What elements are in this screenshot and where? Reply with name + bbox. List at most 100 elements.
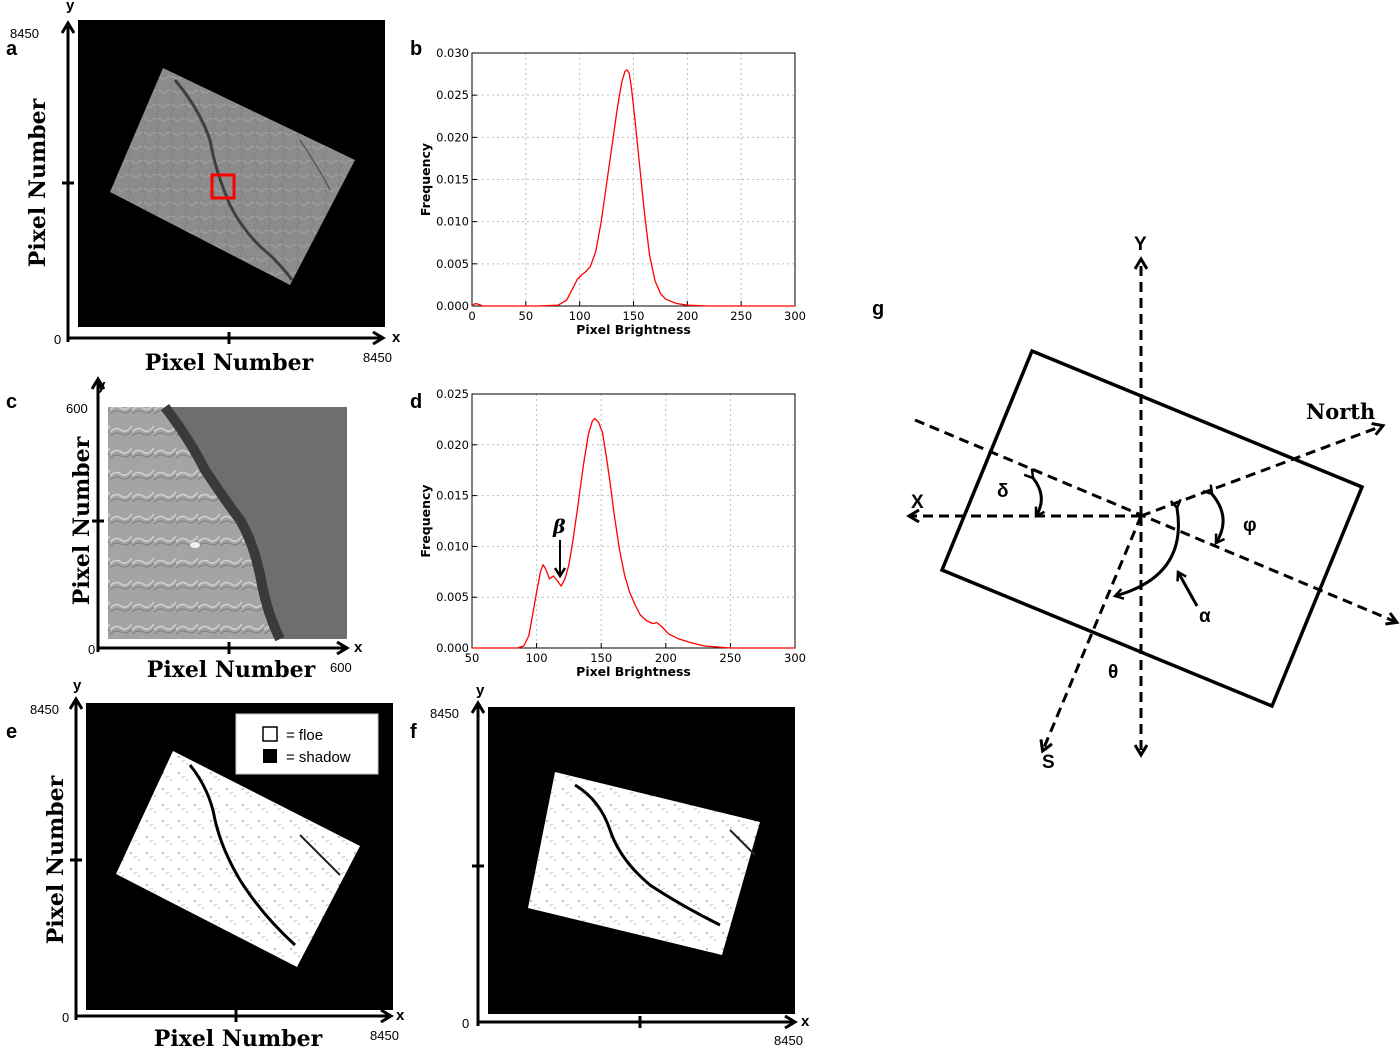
chart-d-ytick-label: 0.015 <box>436 489 469 503</box>
chart-d-ytick-label: 0.020 <box>436 438 469 452</box>
legend-floe-swatch <box>262 726 278 742</box>
panel-a-x-max: 8450 <box>363 350 392 365</box>
chart-b-ytick-label: 0.005 <box>436 257 469 271</box>
panel-g-phi-arc <box>1212 494 1223 543</box>
panel-label-a: a <box>6 38 18 60</box>
chart-d-frame <box>471 393 796 649</box>
panel-e: e = floe = shadow 8450 y 0 x 8450 Pixel … <box>6 677 405 1049</box>
chart-b-xtick-label: 0 <box>468 309 475 323</box>
chart-d-xtick-label: 250 <box>719 651 741 665</box>
panel-e-x-axis-name: x <box>396 1007 405 1024</box>
panel-label-g: g <box>872 298 884 320</box>
chart-d-ytick-label: 0.025 <box>436 387 469 401</box>
panel-e-shadow-crack-2 <box>299 834 341 876</box>
panel-e-y-axis-name: y <box>73 677 82 694</box>
chart-d-xlabel: Pixel Brightness <box>576 664 691 679</box>
panel-e-shadow-crack <box>188 764 297 947</box>
panel-g-label-alpha: α <box>1199 606 1211 627</box>
panel-c-xlabel: Pixel Number <box>147 657 316 683</box>
panel-f-x-max: 8450 <box>774 1033 803 1048</box>
panel-c-origin: 0 <box>88 642 95 657</box>
panel-a-y-axis-name: y <box>66 0 75 14</box>
panel-e-y-max: 8450 <box>30 702 59 717</box>
panel-f-shadow-crack-2 <box>729 829 756 856</box>
chart-d-xtick-label: 50 <box>465 651 480 665</box>
panel-label-e: e <box>6 721 17 743</box>
chart-d-xtick-label: 100 <box>526 651 548 665</box>
chart-b-ylabel: Frequency <box>418 143 433 216</box>
chart-b-series-line <box>471 69 795 307</box>
panel-g-south-vector <box>1043 515 1143 750</box>
legend-floe-label: = floe <box>286 727 323 744</box>
panel-c-y-max: 600 <box>66 401 88 416</box>
panel-e-x-max: 8450 <box>370 1028 399 1043</box>
panel-label-d: d <box>410 391 422 413</box>
chart-d-ytick-label: 0.005 <box>436 590 469 604</box>
panel-c-bright-spot <box>190 542 200 548</box>
chart-b-frame <box>471 52 796 307</box>
panel-e-legend <box>235 713 379 775</box>
panel-e-binary-floe <box>116 751 360 967</box>
chart-b-ytick-label: 0.015 <box>436 173 469 187</box>
chart-b-xtick-label: 100 <box>569 309 591 323</box>
panel-g-label-north: North <box>1306 399 1375 424</box>
panel-a-origin: 0 <box>54 332 61 347</box>
panel-g-label-theta: θ <box>1108 662 1118 683</box>
panel-f-shadow-crack <box>574 783 721 927</box>
panel-g-label-delta: δ <box>997 481 1009 502</box>
panel-g-label-X: X <box>911 492 924 513</box>
panel-f-binary-floe <box>528 772 760 955</box>
panel-a-zoom-box <box>210 173 236 200</box>
chart-b-ytick-label: 0.000 <box>436 299 469 313</box>
panel-e-origin: 0 <box>62 1010 69 1025</box>
chart-b-xtick-label: 200 <box>676 309 698 323</box>
chart-d-xtick-label: 300 <box>784 651 806 665</box>
panel-f-x-axis-name: x <box>801 1013 810 1030</box>
chart-b-xtick-label: 150 <box>623 309 645 323</box>
panel-g-label-S: S <box>1042 752 1055 773</box>
panel-e-xlabel: Pixel Number <box>154 1026 323 1049</box>
chart-b-xtick-label: 50 <box>519 309 534 323</box>
panel-g-alpha-pointer <box>1178 572 1199 607</box>
chart-b-ytick-label: 0.010 <box>436 215 469 229</box>
panel-g-label-phi: φ <box>1243 515 1257 536</box>
panel-g-label-Y: Y <box>1134 234 1147 255</box>
panel-g-alpha-arc <box>1115 508 1178 596</box>
panel-c-shadow-region <box>165 407 347 639</box>
panel-c: c 600 y 0 x 600 Pixel Number Pixel Numbe… <box>6 377 363 683</box>
panel-g-north-vector <box>1140 426 1382 518</box>
chart-d-xtick-label: 150 <box>590 651 612 665</box>
chart-b-xtick-label: 300 <box>784 309 806 323</box>
panel-a-x-axis-name: x <box>392 329 401 346</box>
panel-g: g Y X S North δ φ α θ <box>872 234 1396 773</box>
panel-c-ylabel: Pixel Number <box>69 436 95 605</box>
chart-b-xlabel: Pixel Brightness <box>576 322 691 337</box>
chart-b-ytick-label: 0.020 <box>436 130 469 144</box>
panel-label-b: b <box>410 38 422 60</box>
panel-a: a 8450 y 0 x 8450 Pixel Number Pixel Num… <box>6 0 401 376</box>
chart-d-ylabel: Frequency <box>418 484 433 557</box>
panel-f-y-axis-name: y <box>476 682 485 699</box>
panel-g-rotated-axis <box>914 418 1396 622</box>
panel-g-rectangle <box>939 348 1365 709</box>
chart-d-ytick-label: 0.000 <box>436 641 469 655</box>
panel-label-c: c <box>6 391 17 413</box>
panel-a-y-max: 8450 <box>10 26 39 41</box>
chart-d-series-line <box>472 417 795 649</box>
panel-c-x-axis-name: x <box>354 639 363 656</box>
legend-shadow-swatch <box>263 749 277 763</box>
panel-c-ridge <box>161 403 285 642</box>
panel-g-delta-arc <box>1033 478 1041 516</box>
panel-a-xlabel: Pixel Number <box>145 350 314 376</box>
panel-e-ylabel: Pixel Number <box>43 775 69 944</box>
panel-a-crack-2 <box>299 139 331 191</box>
panel-d-beta-label: β <box>552 516 566 538</box>
panel-a-crack <box>173 79 294 281</box>
panel-label-f: f <box>410 721 417 743</box>
